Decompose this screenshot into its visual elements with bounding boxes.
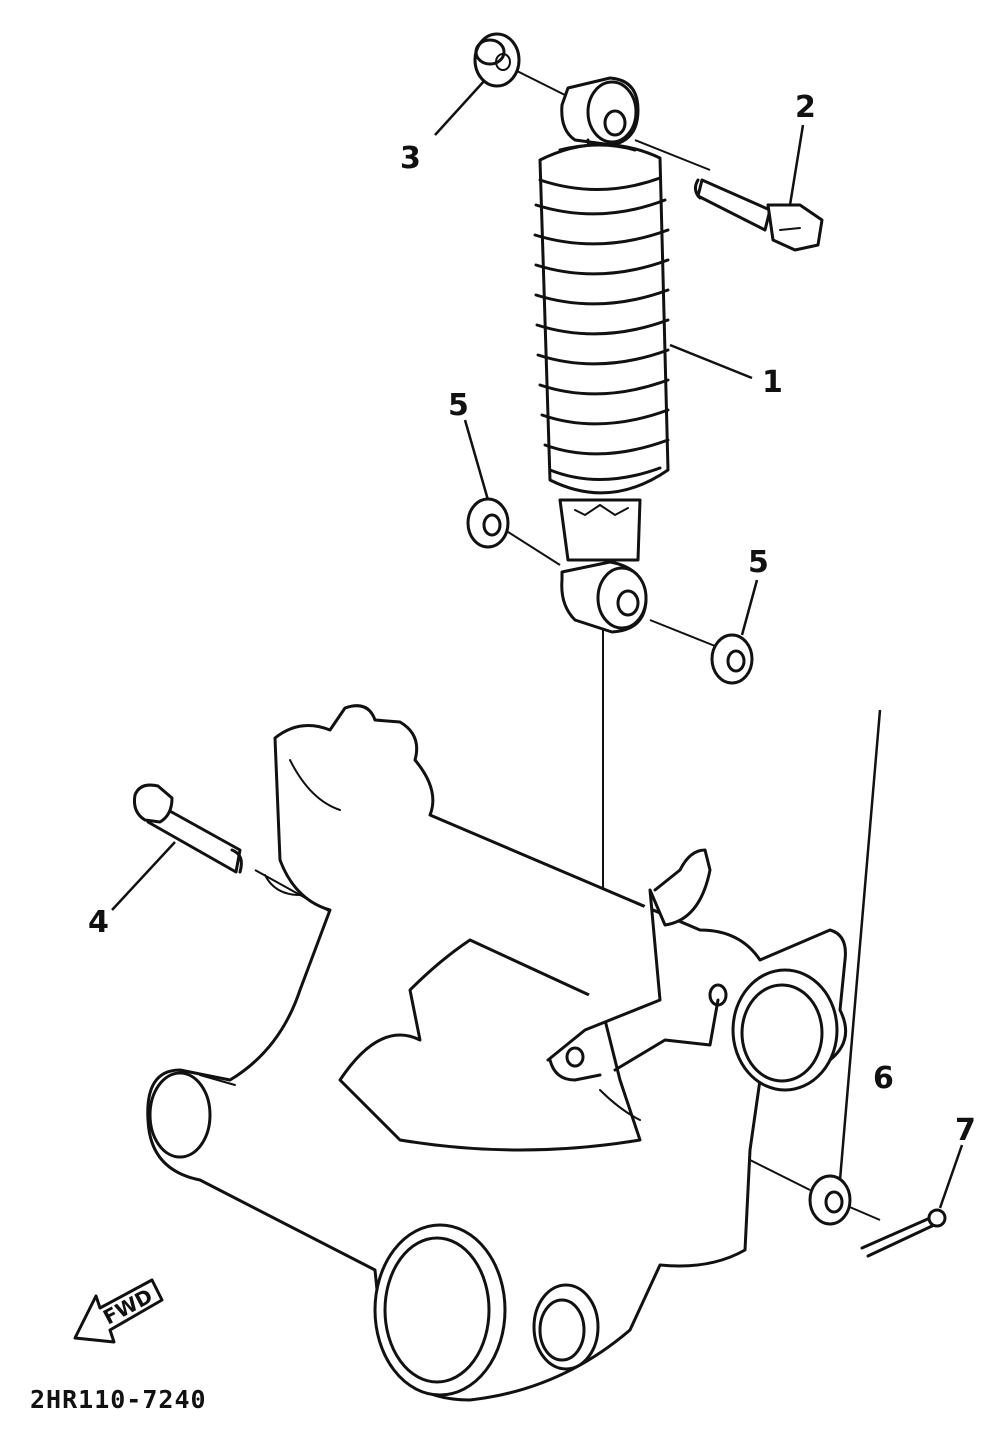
part-5-washer-left [466, 497, 510, 549]
callout-6: 6 [873, 1061, 894, 1096]
forward-direction-arrow: FWD [73, 1278, 164, 1344]
callout-leaders [111, 79, 964, 1209]
part-3-nut [473, 32, 521, 88]
callout-5-lower: 5 [748, 545, 769, 580]
callout-2: 2 [795, 90, 816, 125]
fwd-label: FWD [99, 1284, 156, 1330]
swing-arm [146, 704, 848, 1402]
callout-1: 1 [762, 365, 783, 400]
part-2-bolt [693, 178, 824, 252]
part-5-washer-right [710, 633, 754, 685]
part-1-shock-absorber [533, 76, 670, 634]
callout-5-upper: 5 [448, 388, 469, 423]
diagram-code: 2HR110-7240 [30, 1385, 207, 1414]
callout-7: 7 [955, 1113, 976, 1148]
callout-labels: 1 2 3 4 5 5 6 7 [88, 90, 976, 1148]
part-6-washer [808, 1174, 852, 1226]
part-4-pivot-bolt [133, 783, 243, 874]
callout-4: 4 [88, 905, 109, 940]
callout-3: 3 [400, 141, 421, 176]
part-7-cotter-pin [860, 1208, 947, 1258]
